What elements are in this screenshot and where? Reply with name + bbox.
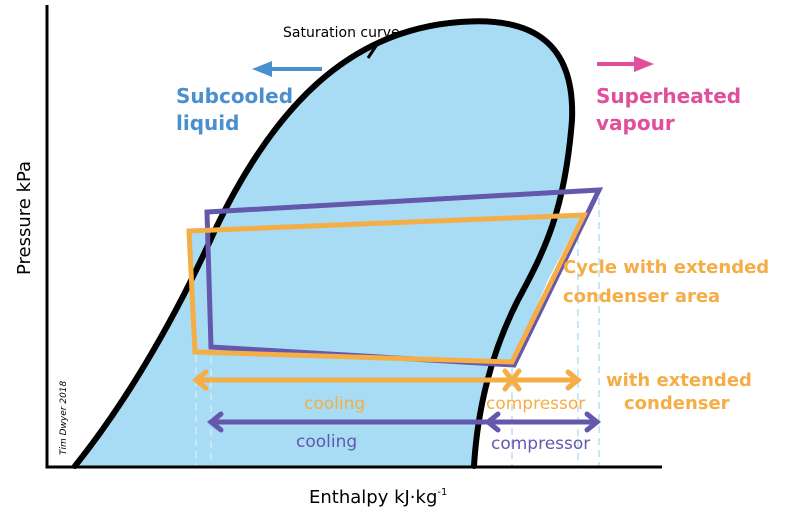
standard-cycle-arrows: [206, 411, 602, 433]
compressor-label-standard: compressor: [491, 434, 590, 454]
x-axis-label-superscript: -1: [437, 487, 447, 498]
extended-cycle-label-line1: Cycle with extended: [563, 257, 769, 278]
subcooled-label-line1: Subcooled: [176, 84, 293, 108]
guide-lines: [195, 198, 600, 466]
x-axis-label: Enthalpy kJ·kg-1: [309, 487, 447, 508]
cooling-label-extended: cooling: [304, 394, 365, 414]
with-extended-label-line1: with extended: [606, 370, 752, 391]
extended-cycle-label-line2: condenser area: [563, 286, 720, 307]
extended-cycle-fill: [189, 215, 584, 362]
cooling-label-standard: cooling: [296, 432, 357, 452]
y-axis-label: Pressure kPa: [14, 161, 35, 275]
standard-cycle: [204, 187, 604, 368]
credit-label: Tim Dwyer 2018: [59, 380, 69, 455]
compressor-label-extended: compressor: [486, 394, 585, 414]
axes: [45, 5, 662, 469]
superheated-label-line1: Superheated: [596, 84, 741, 108]
x-axis-label-text: Enthalpy kJ·kg: [309, 487, 437, 508]
superheated-label-line2: vapour: [596, 111, 675, 135]
subcooled-label-line2: liquid: [176, 111, 239, 135]
with-extended-label-line2: condenser: [624, 393, 730, 414]
saturation-curve-pointer: [366, 39, 382, 59]
extended-cycle-arrows: [191, 368, 583, 392]
extended-cycle: [186, 212, 589, 365]
saturation-curve-label: Saturation curve: [283, 25, 400, 41]
superheated-arrow: [597, 56, 654, 72]
subcooled-arrow: [252, 61, 322, 77]
